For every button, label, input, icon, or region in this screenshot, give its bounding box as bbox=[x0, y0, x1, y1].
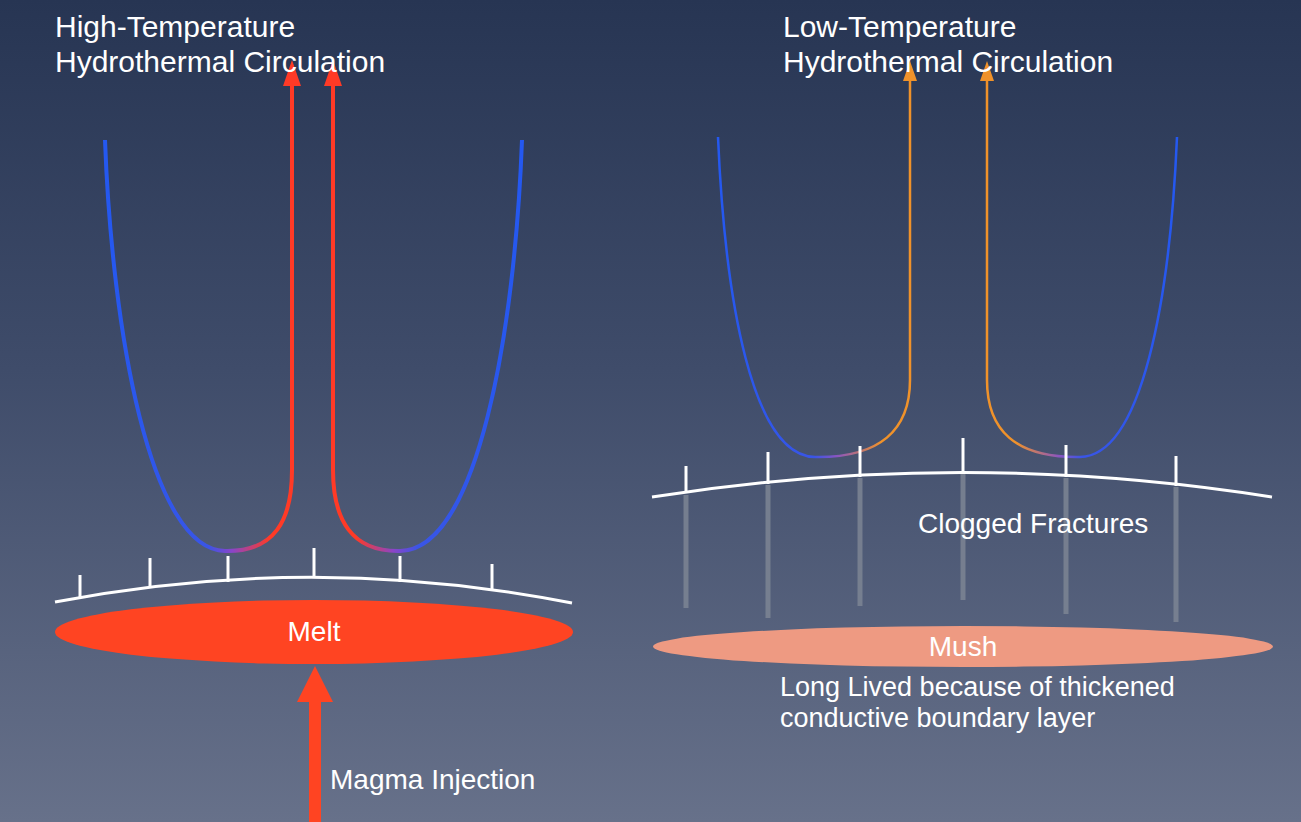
annotation: High-Temperature Hydrothermal Circulatio… bbox=[55, 10, 455, 79]
arrowhead bbox=[297, 666, 333, 702]
annotation: Low-Temperature Hydrothermal Circulation bbox=[783, 10, 1203, 79]
annotation: Clogged Fractures bbox=[918, 508, 1258, 540]
magma-lens: Mush bbox=[653, 626, 1273, 667]
magma-lens: Melt bbox=[55, 600, 573, 664]
boundary-ticks bbox=[686, 438, 1176, 493]
boundary-line bbox=[652, 473, 1272, 498]
annotation: Magma Injection bbox=[330, 764, 630, 796]
flow-curve bbox=[105, 86, 292, 551]
annotation: Long Lived because of thickened conducti… bbox=[780, 672, 1296, 734]
flow-curve bbox=[718, 80, 910, 457]
boundary-ticks bbox=[80, 548, 492, 597]
clogged-fractures bbox=[686, 472, 1176, 622]
node-label: Melt bbox=[288, 616, 341, 648]
flow-curve bbox=[987, 80, 1177, 457]
boundary-line bbox=[55, 577, 572, 603]
node-label: Mush bbox=[929, 631, 997, 663]
injection-arrow-shaft bbox=[309, 700, 321, 822]
flow-curve bbox=[333, 86, 522, 551]
